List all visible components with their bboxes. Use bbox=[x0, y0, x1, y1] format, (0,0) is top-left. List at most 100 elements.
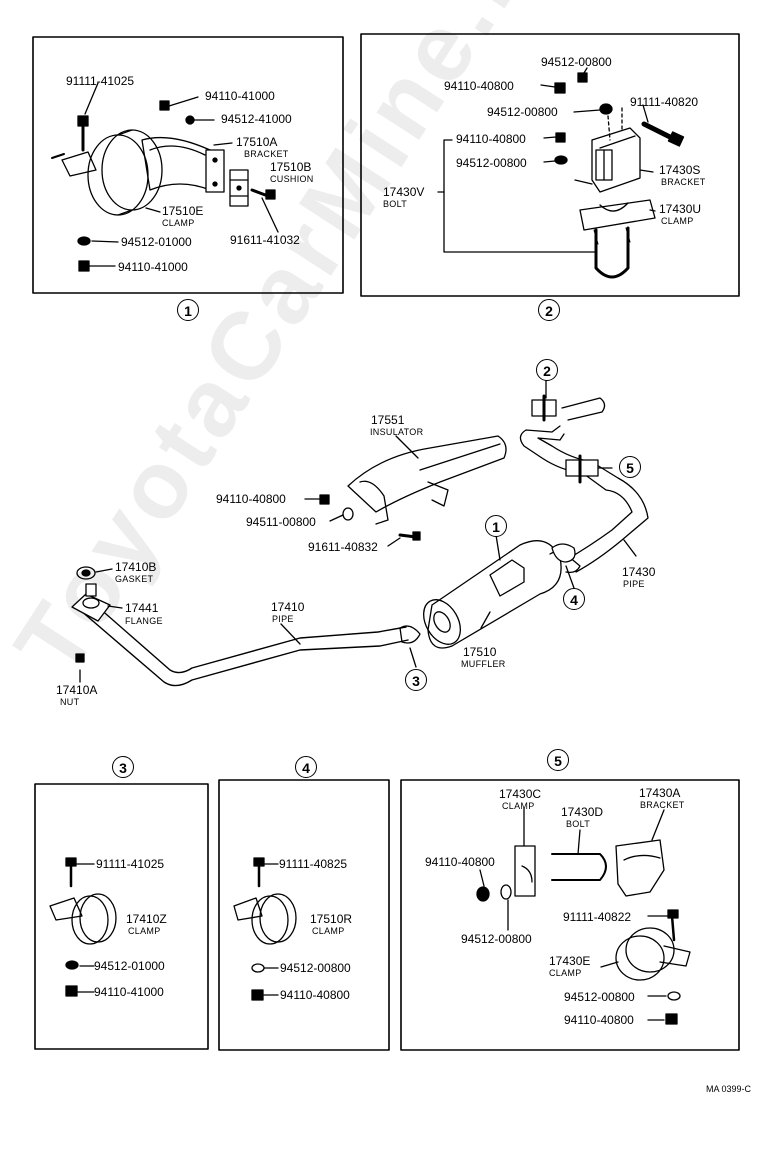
label-17510A-desc: BRACKET bbox=[244, 149, 289, 159]
panel4-icons bbox=[233, 857, 297, 1001]
label-17430D: 17430D bbox=[561, 805, 604, 819]
label-17410Z-desc: CLAMP bbox=[128, 926, 161, 936]
label-p3-91111-41025: 91111-41025 bbox=[96, 857, 165, 871]
label-91111-40822: 91111-40822 bbox=[563, 910, 632, 924]
panel1-leaders bbox=[84, 82, 233, 267]
callout-2-panel: 2 bbox=[538, 299, 560, 321]
panel-2-frame bbox=[360, 33, 740, 297]
label-17430D-desc: BOLT bbox=[566, 819, 591, 829]
callout-5-panel: 5 bbox=[547, 749, 569, 771]
label-17510E-desc: CLAMP bbox=[162, 218, 195, 228]
panel1-bolt-91611-icon bbox=[250, 188, 279, 233]
label-17551-desc: INSULATOR bbox=[370, 427, 424, 437]
callout-4-main: 4 bbox=[563, 588, 585, 610]
main-clamp3-icon bbox=[399, 625, 421, 644]
label-main-94110-40800: 94110-40800 bbox=[216, 492, 286, 506]
panel-1-frame bbox=[32, 36, 344, 294]
main-insulator-17551-icon bbox=[347, 435, 507, 525]
label-17410B-desc: GASKET bbox=[115, 574, 154, 584]
label-17430S: 17430S bbox=[659, 163, 701, 177]
label-17430: 17430 bbox=[622, 565, 656, 579]
label-94512-01000: 94512-01000 bbox=[121, 235, 192, 249]
label-17410Z: 17410Z bbox=[126, 912, 167, 926]
main-pipe-17410-icon bbox=[79, 599, 409, 687]
label-91111-40825: 91111-40825 bbox=[279, 857, 348, 871]
label-94110-40800-b: 94110-40800 bbox=[456, 132, 526, 146]
label-94110-41000-b: 94110-41000 bbox=[118, 260, 188, 274]
panel1-washer-nut-icons bbox=[77, 236, 91, 272]
label-94511-00800: 94511-00800 bbox=[246, 515, 316, 529]
panel1-bracket-17510A-icon bbox=[141, 136, 225, 193]
label-94110-40800-a: 94110-40800 bbox=[444, 79, 514, 93]
label-17430C: 17430C bbox=[499, 787, 542, 801]
main-clamp4-icon bbox=[551, 543, 576, 563]
callout-3-main: 3 bbox=[405, 669, 427, 691]
panel-4-frame bbox=[218, 779, 390, 1051]
label-p5-94512-00800-b: 94512-00800 bbox=[564, 990, 635, 1004]
callout-4-panel: 4 bbox=[295, 756, 317, 778]
main-muffler-17510-icon bbox=[423, 540, 581, 649]
label-17410A: 17410A bbox=[56, 683, 98, 697]
main-flange-17441-icon bbox=[71, 583, 111, 622]
label-p5-94512-00800-a: 94512-00800 bbox=[461, 932, 532, 946]
main-clamp2-icon bbox=[531, 394, 557, 422]
label-17510B-desc: CUSHION bbox=[270, 174, 314, 184]
callout-1-main: 1 bbox=[485, 515, 507, 537]
label-17510B: 17510B bbox=[270, 160, 312, 174]
label-p3-94110-41000: 94110-41000 bbox=[94, 985, 164, 999]
label-p5-94110-40800-b: 94110-40800 bbox=[564, 1013, 634, 1027]
label-17510R-desc: CLAMP bbox=[312, 926, 345, 936]
label-p3-94512-01000: 94512-01000 bbox=[94, 959, 165, 973]
label-94512-00800-a: 94512-00800 bbox=[541, 55, 612, 69]
main-leaders bbox=[79, 379, 637, 683]
callout-1-panel: 1 bbox=[177, 299, 199, 321]
callout-3-panel: 3 bbox=[112, 756, 134, 778]
label-91611-41032: 91611-41032 bbox=[230, 233, 300, 247]
label-17430U: 17430U bbox=[659, 202, 702, 216]
main-nut-icon bbox=[75, 653, 85, 663]
label-17430C-desc: CLAMP bbox=[502, 801, 535, 811]
label-17510: 17510 bbox=[463, 645, 497, 659]
panel-5-frame bbox=[400, 779, 740, 1051]
label-17510A: 17510A bbox=[236, 135, 278, 149]
callout-5-main: 5 bbox=[619, 456, 641, 478]
label-17510E: 17510E bbox=[162, 204, 204, 218]
label-17430-desc: PIPE bbox=[623, 579, 645, 589]
panel1-nut-icon bbox=[159, 96, 215, 125]
label-17430V: 17430V bbox=[383, 185, 425, 199]
panel2-clamp-17430U-icon bbox=[579, 199, 656, 279]
label-p5-94110-40800: 94110-40800 bbox=[425, 855, 495, 869]
panel1-cushion-17510B-icon bbox=[229, 169, 249, 207]
label-17410B: 17410B bbox=[115, 560, 157, 574]
label-17410: 17410 bbox=[271, 600, 305, 614]
label-17430U-desc: CLAMP bbox=[661, 216, 694, 226]
main-gasket-icon bbox=[76, 566, 96, 580]
label-91111-41025: 91111-41025 bbox=[66, 74, 135, 88]
callout-2-main: 2 bbox=[536, 359, 558, 381]
label-94512-00800-b: 94512-00800 bbox=[487, 105, 558, 119]
panel3-icons bbox=[49, 857, 117, 997]
label-94110-41000: 94110-41000 bbox=[205, 89, 275, 103]
label-17410A-desc: NUT bbox=[60, 697, 80, 707]
label-91611-40832: 91611-40832 bbox=[308, 540, 378, 554]
label-91111-40820: 91111-40820 bbox=[630, 95, 699, 109]
panel1-bolt-icon bbox=[77, 115, 89, 152]
panel-3-frame bbox=[34, 783, 209, 1050]
drawing-code: MA 0399-C bbox=[706, 1084, 752, 1094]
label-p4-94512-00800: 94512-00800 bbox=[280, 961, 351, 975]
label-17430S-desc: BRACKET bbox=[661, 177, 706, 187]
main-clamp5-icon bbox=[565, 454, 599, 484]
panel2-leaders bbox=[437, 67, 656, 253]
label-17510R: 17510R bbox=[310, 912, 353, 926]
label-17430V-desc: BOLT bbox=[383, 199, 408, 209]
label-17430E: 17430E bbox=[549, 954, 591, 968]
panel5-icons bbox=[476, 807, 691, 1025]
label-94512-41000: 94512-41000 bbox=[221, 112, 292, 126]
label-p4-94110-40800: 94110-40800 bbox=[280, 988, 350, 1002]
panel1-clamp-17510E-icon bbox=[51, 129, 163, 216]
panel2-bolt-91111-icon bbox=[641, 121, 685, 147]
label-17430A-desc: BRACKET bbox=[640, 800, 685, 810]
panel2-bracket-17430S-icon bbox=[574, 127, 641, 193]
